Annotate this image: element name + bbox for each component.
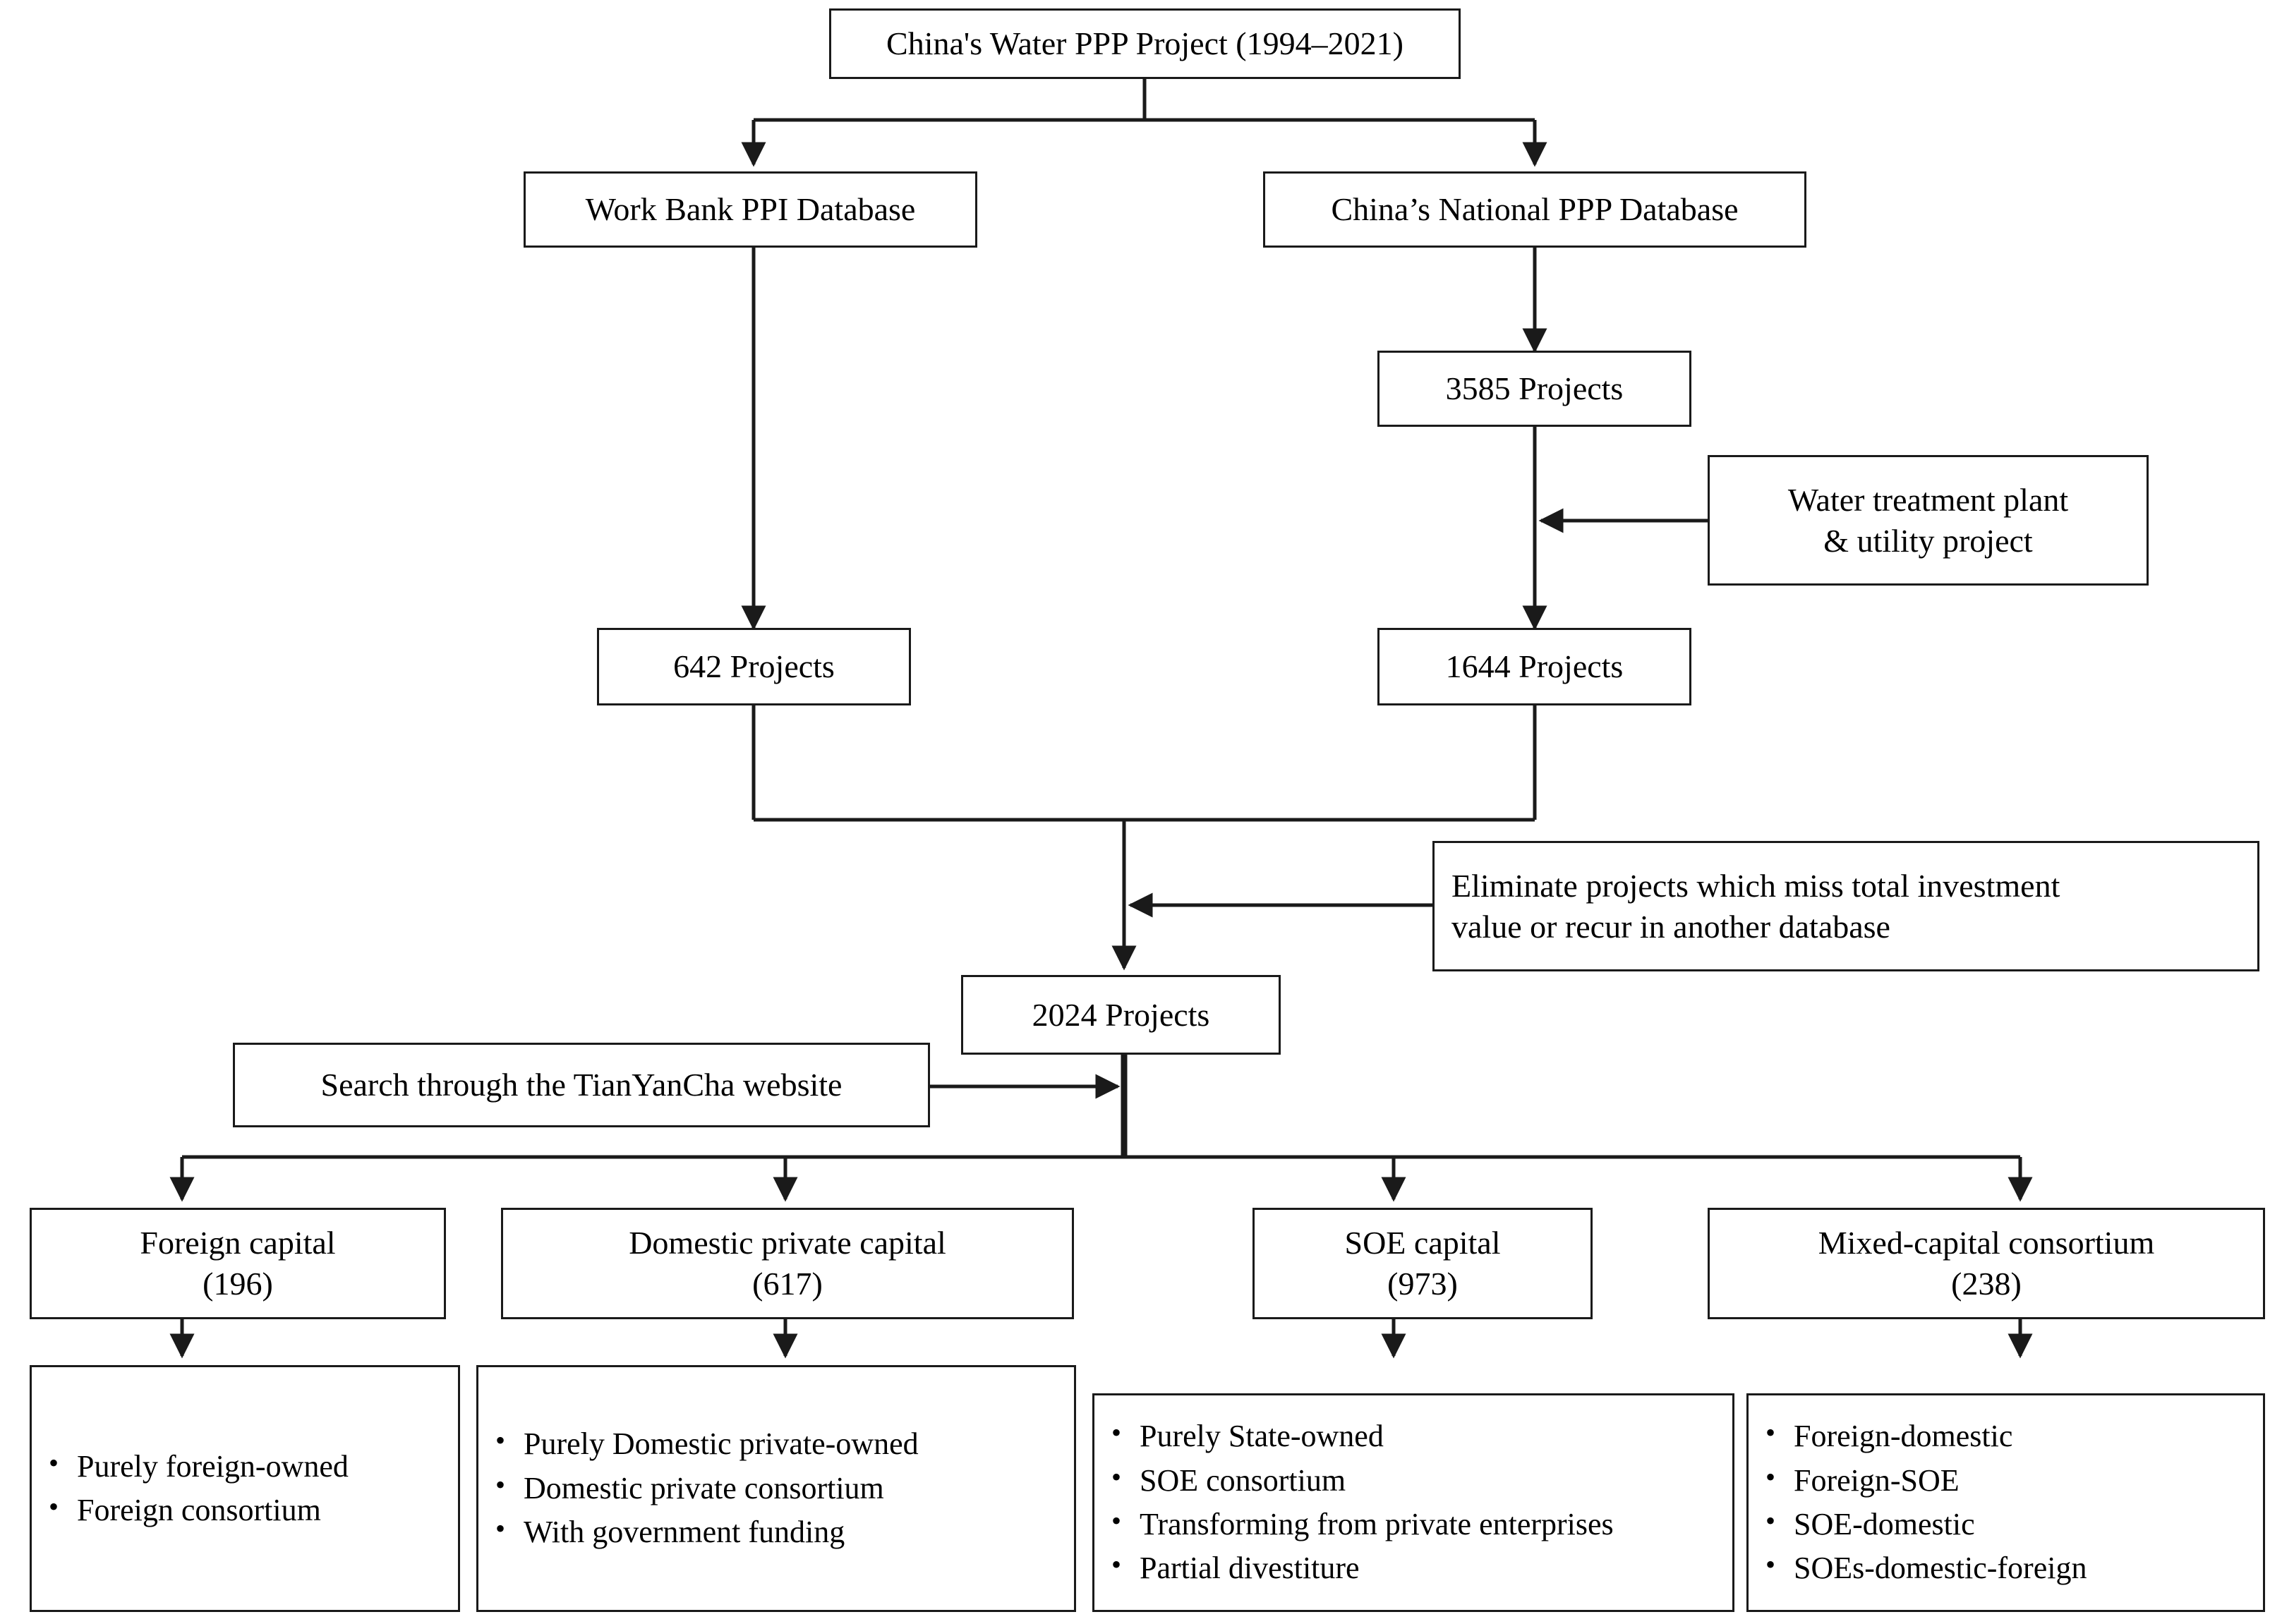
node-category-mixed[interactable]: Mixed-capital consortium (238) [1708,1208,2265,1319]
list-item: Partial divestiture [1111,1545,1732,1590]
annotation-tianyancha-label: Search through the TianYanCha website [320,1067,843,1103]
list-item: Foreign consortium [49,1487,458,1532]
list-item: With government funding [495,1509,1074,1554]
list-mixed-items: Foreign-domestic Foreign-SOE SOE-domesti… [1749,1413,2263,1591]
node-category-soe-count: (973) [1387,1266,1458,1302]
node-source-china-national-label: China’s National PPP Database [1331,191,1739,228]
node-category-foreign-name: Foreign capital [140,1225,336,1261]
node-category-foreign[interactable]: Foreign capital (196) [30,1208,446,1319]
node-count-wb-filtered-label: 642 Projects [673,648,835,685]
list-item: Purely State-owned [1111,1413,1732,1458]
node-count-wb-filtered[interactable]: 642 Projects [597,628,911,705]
node-count-merged[interactable]: 2024 Projects [961,975,1281,1055]
node-category-mixed-count: (238) [1951,1266,2022,1302]
node-count-national-raw-label: 3585 Projects [1445,370,1624,407]
node-category-soe[interactable]: SOE capital (973) [1252,1208,1593,1319]
node-source-world-bank-label: Work Bank PPI Database [585,191,916,228]
list-mixed-types[interactable]: Foreign-domestic Foreign-SOE SOE-domesti… [1746,1393,2265,1612]
list-item: SOEs-domestic-foreign [1765,1545,2263,1590]
node-category-soe-name: SOE capital [1344,1225,1501,1261]
node-source-world-bank[interactable]: Work Bank PPI Database [524,171,977,248]
annotation-water-treatment-line2: & utility project [1823,522,2033,559]
list-item: SOE consortium [1111,1458,1732,1503]
annotation-water-treatment-line1: Water treatment plant [1787,481,2069,518]
node-category-domestic-private-name: Domestic private capital [629,1225,946,1261]
list-foreign-items: Purely foreign-owned Foreign consortium [32,1443,458,1533]
list-item: Transforming from private enterprises [1111,1501,1732,1546]
node-category-mixed-name: Mixed-capital consortium [1818,1225,2155,1261]
list-domestic-private-items: Purely Domestic private-owned Domestic p… [478,1421,1074,1554]
annotation-water-treatment-filter[interactable]: Water treatment plant & utility project [1708,455,2149,586]
node-root-title[interactable]: China's Water PPP Project (1994–2021) [829,8,1461,79]
node-category-foreign-count: (196) [203,1266,273,1302]
list-item: Foreign-SOE [1765,1458,2263,1503]
list-foreign-types[interactable]: Purely foreign-owned Foreign consortium [30,1365,460,1612]
list-item: Foreign-domestic [1765,1413,2263,1458]
annotation-eliminate-projects[interactable]: Eliminate projects which miss total inve… [1432,841,2259,971]
list-item: Purely Domestic private-owned [495,1421,1074,1466]
node-category-domestic-private-count: (617) [752,1266,823,1302]
annotation-tianyancha-search[interactable]: Search through the TianYanCha website [233,1043,930,1127]
node-count-national-filtered-label: 1644 Projects [1445,648,1624,685]
node-source-china-national[interactable]: China’s National PPP Database [1263,171,1806,248]
list-item: Domestic private consortium [495,1465,1074,1510]
annotation-eliminate-line1: Eliminate projects which miss total inve… [1451,867,2060,904]
node-count-merged-label: 2024 Projects [1032,996,1210,1033]
node-count-national-raw[interactable]: 3585 Projects [1377,351,1691,427]
list-domestic-private-types[interactable]: Purely Domestic private-owned Domestic p… [476,1365,1076,1612]
annotation-eliminate-line2: value or recur in another database [1451,908,1890,945]
node-count-national-filtered[interactable]: 1644 Projects [1377,628,1691,705]
node-category-domestic-private[interactable]: Domestic private capital (617) [501,1208,1074,1319]
list-item: Purely foreign-owned [49,1443,458,1489]
list-soe-items: Purely State-owned SOE consortium Transf… [1094,1413,1732,1591]
node-root-title-label: China's Water PPP Project (1994–2021) [886,25,1403,62]
list-soe-types[interactable]: Purely State-owned SOE consortium Transf… [1092,1393,1734,1612]
list-item: SOE-domestic [1765,1501,2263,1546]
